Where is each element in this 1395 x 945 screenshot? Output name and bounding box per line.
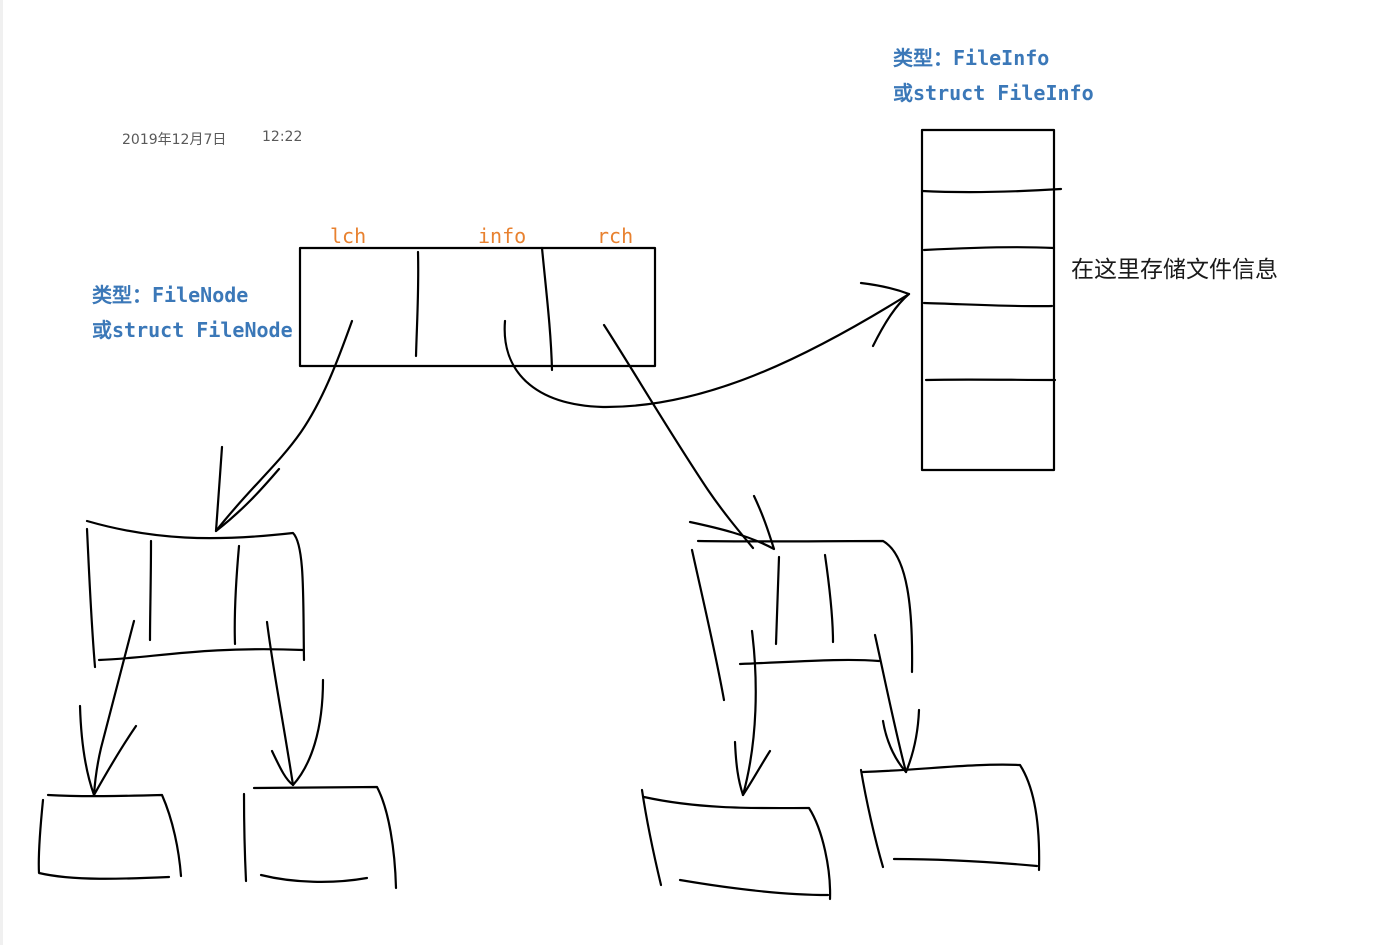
rl-grandchild-box-top xyxy=(642,795,832,901)
left-child-box-top xyxy=(85,519,306,662)
root-node-divider-2 xyxy=(540,246,554,372)
lr-grandchild-box-left xyxy=(242,792,248,883)
right-child-box-bottom xyxy=(738,658,881,666)
fileinfo-box xyxy=(920,128,1056,472)
lch-arrow xyxy=(214,319,354,533)
right-rch-arrow-head xyxy=(881,708,921,774)
fileinfo-row-line-3 xyxy=(922,301,1054,308)
ll-grandchild-box-bottom xyxy=(37,798,171,880)
field-label-lch: lch xyxy=(330,224,367,248)
right-child-box-top xyxy=(696,539,914,674)
page-time: 12:22 xyxy=(262,129,303,145)
fileinfo-row-line-1 xyxy=(920,187,1063,194)
page-date: 2019年12月7日 xyxy=(122,132,227,148)
right-lch-arrow-head xyxy=(733,740,772,797)
ll-grandchild-box-top xyxy=(46,793,183,878)
fileinfo-row-line-2 xyxy=(922,246,1056,252)
rr-grandchild-box-top xyxy=(861,763,1041,872)
field-label-info: info xyxy=(478,224,527,248)
left-child-box-bottom xyxy=(97,648,305,662)
filenode-type-line1: 类型：FileNode xyxy=(92,283,249,307)
info-arrow xyxy=(503,292,911,409)
right-child-divider-2 xyxy=(823,553,835,644)
fileinfo-type-line1: 类型：FileInfo xyxy=(893,46,1050,70)
left-lch-arrow xyxy=(92,619,136,797)
filenode-type-line2: 或struct FileNode xyxy=(92,318,293,342)
rch-arrow xyxy=(602,323,755,550)
left-child-box-left xyxy=(85,527,97,669)
right-lch-arrow xyxy=(741,629,757,797)
fileinfo-storage-note: 在这里存储文件信息 xyxy=(1071,257,1278,283)
rch-arrow-head xyxy=(688,494,776,551)
root-node-divider-1 xyxy=(414,250,420,358)
lr-grandchild-box-bottom xyxy=(259,873,369,883)
lch-arrow-head xyxy=(214,445,281,533)
left-child-divider-2 xyxy=(233,544,241,646)
rr-grandchild-box-left xyxy=(859,768,885,869)
left-rch-arrow-head xyxy=(270,678,325,787)
info-arrow-head xyxy=(859,281,911,348)
handwritten-diagram xyxy=(37,128,1063,901)
right-child-divider-1 xyxy=(774,555,781,646)
filenode-type-label: 类型：FileNode 或struct FileNode xyxy=(92,278,293,348)
left-rch-arrow xyxy=(265,620,295,787)
right-rch-arrow xyxy=(873,633,908,774)
root-node-box xyxy=(298,246,657,368)
rl-grandchild-box-left xyxy=(640,788,663,887)
right-child-box-left xyxy=(690,548,726,702)
field-label-rch: rch xyxy=(597,224,634,248)
lr-grandchild-box-top xyxy=(252,785,398,890)
rr-grandchild-box-bottom xyxy=(892,857,1039,868)
fileinfo-type-line2: 或struct FileInfo xyxy=(893,81,1094,105)
rl-grandchild-box-bottom xyxy=(678,878,830,897)
fileinfo-type-label: 类型：FileInfo 或struct FileInfo xyxy=(893,41,1094,111)
left-child-divider-1 xyxy=(148,539,153,642)
